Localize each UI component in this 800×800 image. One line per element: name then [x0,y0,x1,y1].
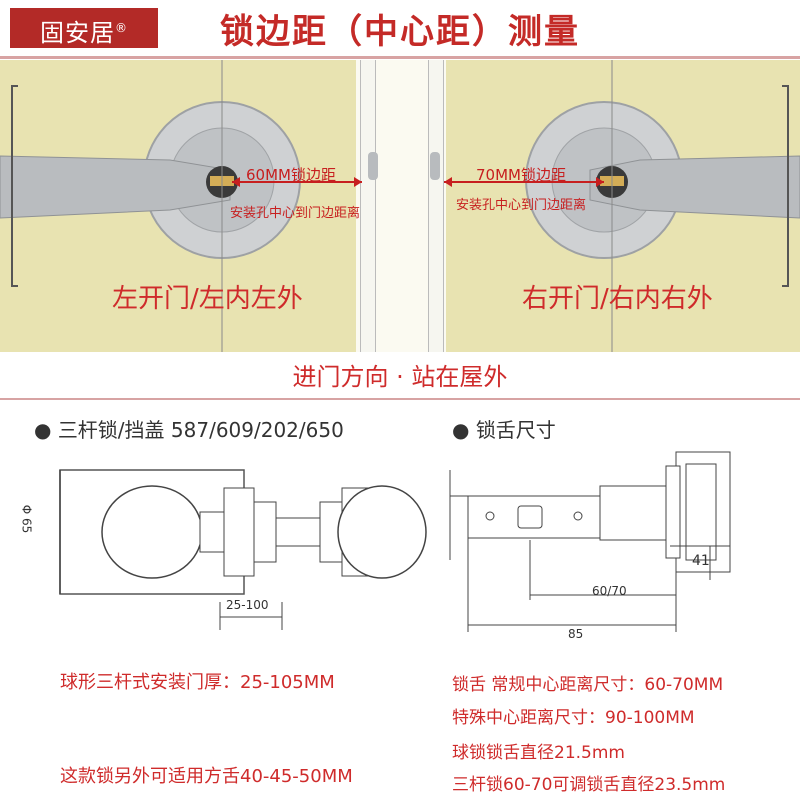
direction-divider [0,398,800,400]
brand-logo-text: 固安居 [40,19,115,47]
lock-alt-note: 这款锁另外可适用方舌40-45-50MM [60,766,353,787]
latch-section-title: ● 锁舌尺寸 [452,414,556,443]
latch-spindle-hole [517,505,543,529]
direction-note: 进门方向 · 站在屋外 [292,363,508,391]
lock-neck-left [199,511,225,553]
lock-diameter-label: Φ 65 [19,504,34,534]
right-door-edge [428,60,444,352]
lock-knob-right [337,485,427,579]
left-measure-sublabel: 安装孔中心到门边距离 [230,206,361,221]
lock-section-title: ● 三杆锁/挡盖 587/609/202/650 [34,414,344,443]
left-bracket [11,85,18,287]
lock-rosette-left [223,487,255,577]
lock-knob-left [101,485,203,579]
latch-bolt-head [665,465,681,559]
latch-spec-special: 特殊中心距离尺寸：90-100MM [452,708,695,728]
left-caption: 左开门/左内左外 [112,284,303,314]
latch-spec-ball-lock: 球锁锁舌直径21.5mm [452,743,625,763]
latch-housing [599,485,667,541]
length-dimension-label: 85 [568,627,584,641]
bullet-icon: ● [452,418,470,442]
door-hardware-drawing [0,60,800,352]
title-divider [0,56,800,59]
brand-logo: 固安居® [10,8,158,48]
right-caption: 右开门/右内右外 [522,284,713,314]
backset-dimension-label: 60/70 [592,584,627,598]
right-bracket [782,85,789,287]
latch-spec-standard: 锁舌 常规中心距离尺寸：60-70MM [452,675,724,695]
right-measure-label: 70MM锁边距 [476,166,566,184]
latch-spec-three-lever: 三杆锁60-70可调锁舌直径23.5mm [452,775,726,795]
left-latch-bolt [368,152,378,180]
latch-diagram [449,451,731,632]
plate-dimension-label: 41 [692,553,710,569]
left-door-edge [360,60,376,352]
right-lever [589,155,800,219]
latch-section-title-text: 锁舌尺寸 [475,418,556,442]
lock-spindle [275,517,321,547]
registered-mark: ® [115,21,128,35]
lock-thickness-label: 25-100 [226,598,269,612]
right-measure-sublabel: 安装孔中心到门边距离 [456,198,587,213]
lock-diagram [59,469,427,630]
lock-install-spec: 球形三杆式安装门厚：25-105MM [60,672,335,693]
bullet-icon: ● [34,418,52,442]
left-lever [0,155,231,219]
lock-body-left [253,501,277,563]
lock-section-title-text: 三杆锁/挡盖 587/609/202/650 [57,418,344,442]
page-title: 锁边距（中心距）测量 [220,12,580,52]
left-measure-label: 60MM锁边距 [246,166,336,184]
right-latch-bolt [430,152,440,180]
door-photo: 60MM锁边距 安装孔中心到门边距离 左开门/左内左外 70MM锁边距 安装孔中… [0,60,800,352]
